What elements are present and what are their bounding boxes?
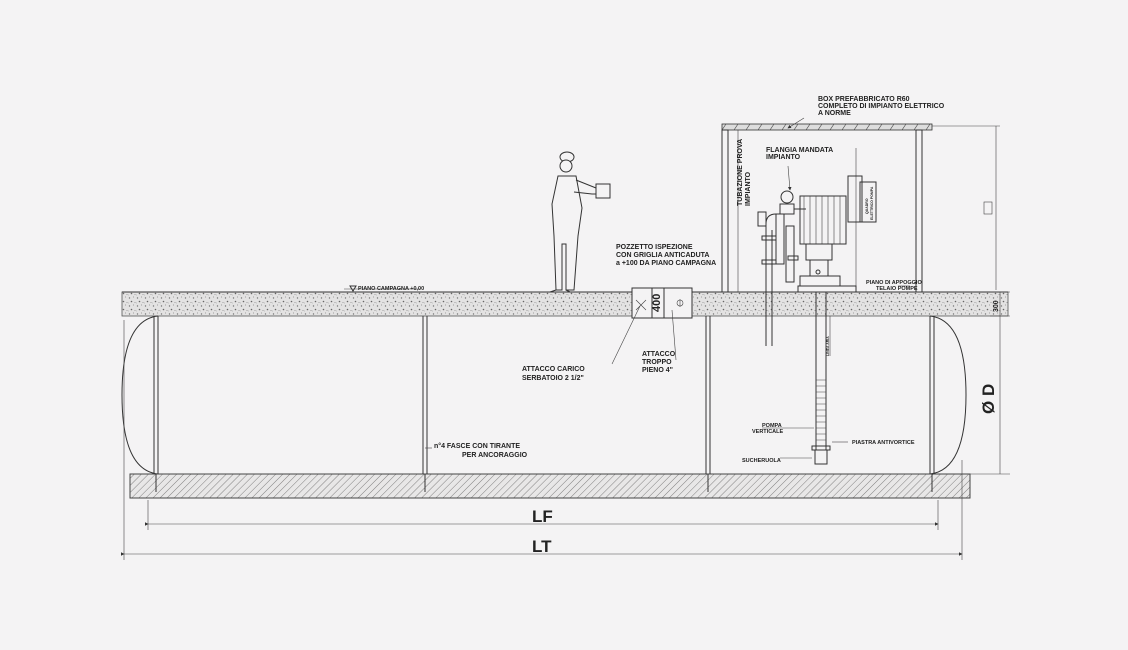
pozzetto-label-2: CON GRIGLIA ANTICADUTA: [616, 252, 709, 259]
attacco-carico-label-1: ATTACCO CARICO: [522, 366, 585, 373]
anchor-straps: [153, 316, 935, 492]
fasce-label-1: n°4 FASCE CON TIRANTE: [434, 442, 520, 450]
fasce-label-2: PER ANCORAGGIO: [462, 452, 528, 459]
worker-figure: [549, 151, 611, 293]
labels: BOX PREFABBRICATO R60 COMPLETO DI IMPIAN…: [358, 96, 1000, 556]
box-label-3: A NORME: [818, 110, 851, 117]
lf-dim: LF: [532, 507, 553, 526]
succheruola-label: SUCHERUOLA: [742, 458, 781, 464]
pompa-label-1: POMPA: [762, 423, 782, 429]
quadro-label-1: QUADRO: [865, 198, 869, 214]
box-label-1: BOX PREFABBRICATO R60: [818, 96, 910, 103]
tubazione-label-2: IMPIANTO: [745, 171, 752, 206]
tubazione-label-1: TUBAZIONE PROVA: [737, 139, 744, 206]
piastra-label: PIASTRA ANTIVORTICE: [852, 440, 915, 446]
pozzetto-height-dim: 400: [651, 294, 663, 312]
prefab-box: [721, 123, 933, 293]
pompa-label-2: VERTICALE: [752, 429, 784, 435]
leader-lines: [425, 117, 910, 459]
attacco-carico-label-2: SERBATOIO 2 1/2": [522, 375, 584, 382]
linea-aria-label: LINEA ARIA: [826, 336, 830, 356]
box-label-2: COMPLETO DI IMPIANTO ELETTRICO: [818, 103, 945, 110]
inspection-well: [631, 287, 693, 319]
flangia-label-1: FLANGIA MANDATA: [766, 147, 833, 154]
diameter-dim: Ø D: [979, 384, 998, 414]
tank: [121, 315, 967, 475]
quadro-label-2: ELETTRICO POMPA: [870, 186, 874, 220]
lt-dim: LT: [532, 537, 552, 556]
attacco-troppo-label-3: PIENO 4": [642, 367, 673, 374]
ground-depth-dim: 300: [993, 300, 1000, 312]
base-slab: [129, 473, 971, 499]
piano-appoggio-label-1: PIANO DI APPOGGIO: [866, 280, 922, 286]
pozzetto-label-1: POZZETTO ISPEZIONE: [616, 244, 693, 251]
piano-campagna-label: PIANO CAMPAGNA +0,00: [358, 286, 424, 292]
pump-assembly: [757, 175, 877, 465]
attacco-troppo-label-2: TROPPO: [642, 359, 672, 366]
attacco-troppo-label-1: ATTACCO: [642, 351, 676, 358]
dimension-lines: [121, 291, 1010, 560]
flangia-label-2: IMPIANTO: [766, 154, 801, 161]
ground-layer: [121, 291, 1009, 317]
piano-appoggio-label-2: TELAIO POMPE: [876, 286, 918, 292]
pozzetto-label-3: a +100 DA PIANO CAMPAGNA: [616, 260, 716, 267]
